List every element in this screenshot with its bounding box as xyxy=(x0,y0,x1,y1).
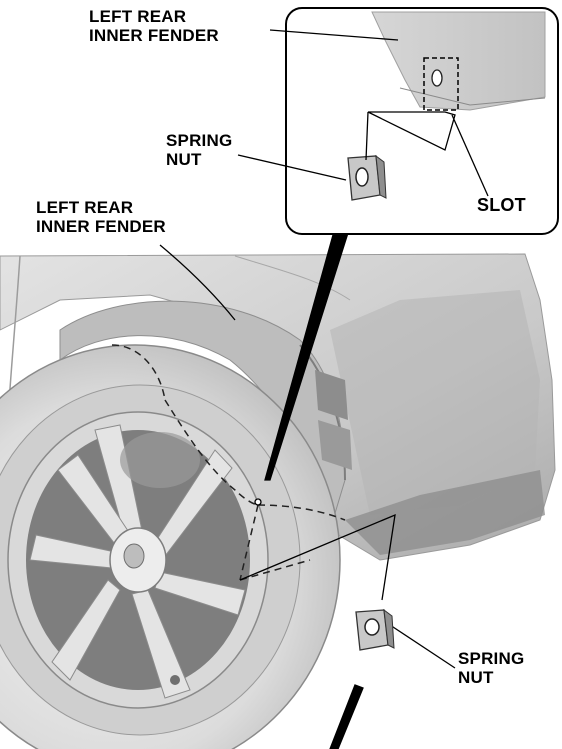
main-spring-nut-label: SPRING NUT xyxy=(458,649,525,687)
inset-spring-nut-label: SPRING NUT xyxy=(166,131,233,169)
main-fender-label: LEFT REAR INNER FENDER xyxy=(36,198,166,236)
spring-nut-main xyxy=(355,608,395,651)
dashed-guides xyxy=(111,344,346,581)
leader-lines xyxy=(159,216,456,749)
detail-inset xyxy=(237,7,559,235)
wheel xyxy=(7,411,269,709)
inner-fender-arch xyxy=(59,300,352,532)
inset-fender-label: LEFT REAR INNER FENDER xyxy=(89,7,219,45)
slot-marker xyxy=(254,498,262,506)
slot-label: SLOT xyxy=(477,195,526,215)
